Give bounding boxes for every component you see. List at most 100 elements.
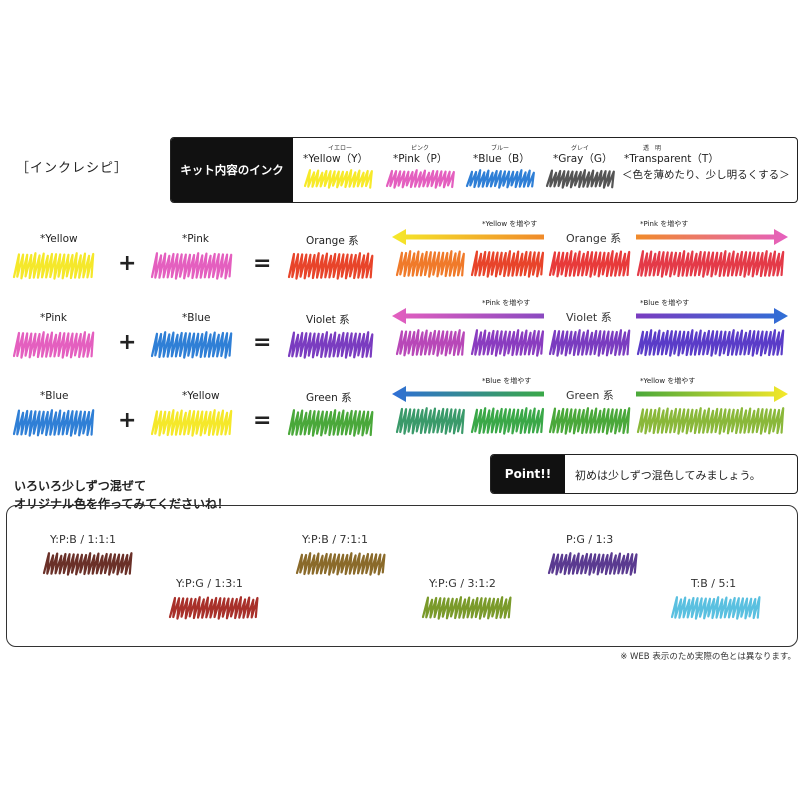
point-box xyxy=(490,454,798,494)
gradient-swatch xyxy=(470,250,545,278)
arrow-right-gradient xyxy=(636,386,788,402)
gradient-swatch xyxy=(548,250,631,278)
gradient-swatch xyxy=(636,250,785,278)
recipe-ink-a-swatch xyxy=(12,331,95,359)
equals-sign: = xyxy=(253,330,272,355)
recipe-result-swatch xyxy=(287,409,374,437)
arrow-shape xyxy=(392,229,544,245)
scribble-stroke xyxy=(287,252,374,280)
scribble-stroke xyxy=(636,407,785,435)
plus-sign: + xyxy=(118,408,137,433)
gradient-swatch xyxy=(548,407,631,435)
point-text: 初めは少しずつ混色してみましょう。 xyxy=(575,469,761,482)
scribble-stroke xyxy=(395,250,465,278)
gradient-swatch xyxy=(548,329,631,357)
ink-ruby-gray: グレイ xyxy=(570,145,589,152)
recipe-ink-b-label: *Yellow xyxy=(182,390,220,402)
ink-ruby-yellow: イエロー xyxy=(328,145,352,152)
ink-ruby-blue: ブルー xyxy=(490,145,509,152)
gradient-mid-label: Orange 系 xyxy=(566,232,622,245)
scribble-stroke xyxy=(421,596,512,620)
mix-sample-swatch xyxy=(168,596,259,620)
scribble-stroke xyxy=(470,250,545,278)
arrow-right-label: *Pink を増やす xyxy=(640,220,689,228)
mix-sample-swatch xyxy=(421,596,512,620)
gradient-swatch xyxy=(636,329,785,357)
scribble-stroke xyxy=(670,596,761,620)
scribble-stroke xyxy=(150,252,233,280)
mix-heading: いろいろ少しずつ混ぜて オリジナル色を作ってみてくださいね！ xyxy=(14,477,229,513)
scribble-stroke xyxy=(168,596,259,620)
scribble-stroke xyxy=(395,329,465,357)
equals-sign: = xyxy=(253,251,272,276)
gradient-swatch xyxy=(470,407,545,435)
scribble-stroke xyxy=(636,329,785,357)
ink-name-transparent: *Transparent（T） xyxy=(624,153,719,165)
arrow-shape xyxy=(392,308,544,324)
scribble-stroke xyxy=(150,409,233,437)
ink-swatch-pink xyxy=(385,169,455,189)
kit-contents-box xyxy=(170,137,798,203)
scribble-stroke xyxy=(548,407,631,435)
equals-sign: = xyxy=(253,408,272,433)
recipe-result-label: Orange 系 xyxy=(306,235,359,247)
arrow-left-gradient xyxy=(392,308,544,324)
scribble-stroke xyxy=(547,552,638,576)
mix-heading-line1: いろいろ少しずつ混ぜて xyxy=(14,479,147,493)
ink-name-pink: *Pink（P） xyxy=(393,153,448,165)
recipe-ink-a-label: *Yellow xyxy=(40,233,78,245)
scribble-stroke xyxy=(12,252,95,280)
plus-sign: + xyxy=(118,330,137,355)
gradient-swatch xyxy=(470,329,545,357)
arrow-left-label: *Pink を増やす xyxy=(482,299,531,307)
scribble-stroke xyxy=(548,329,631,357)
ink-name-gray: *Gray（G） xyxy=(553,153,613,165)
mix-sample-swatch xyxy=(295,552,386,576)
scribble-stroke xyxy=(303,169,373,189)
recipe-result-swatch xyxy=(287,331,374,359)
mix-sample-label: Y:P:G / 1:3:1 xyxy=(176,577,243,590)
mix-sample-swatch xyxy=(42,552,133,576)
scribble-stroke xyxy=(295,552,386,576)
scribble-stroke xyxy=(42,552,133,576)
arrow-left-label: *Yellow を増やす xyxy=(482,220,538,228)
recipe-ink-b-label: *Pink xyxy=(182,233,210,245)
mix-sample-swatch xyxy=(547,552,638,576)
scribble-stroke xyxy=(465,169,535,189)
kit-contents-label: キット内容のインク xyxy=(171,138,293,202)
scribble-stroke xyxy=(287,409,374,437)
recipe-ink-a-swatch xyxy=(12,409,95,437)
scribble-stroke xyxy=(545,169,615,189)
recipe-ink-a-label: *Blue xyxy=(40,390,69,402)
recipe-ink-b-swatch xyxy=(150,331,233,359)
mix-sample-label: Y:P:B / 1:1:1 xyxy=(50,533,116,546)
mix-samples-box xyxy=(6,505,798,647)
mix-sample-label: Y:P:B / 7:1:1 xyxy=(302,533,368,546)
arrow-left-label: *Blue を増やす xyxy=(482,377,532,385)
gradient-mid-label: Violet 系 xyxy=(566,311,612,324)
recipe-ink-a-label: *Pink xyxy=(40,312,68,324)
mix-sample-label: T:B / 5:1 xyxy=(691,577,737,590)
ink-swatch-yellow xyxy=(303,169,373,189)
scribble-stroke xyxy=(548,250,631,278)
ink-name-yellow: *Yellow（Y） xyxy=(303,153,368,165)
gradient-swatch xyxy=(395,329,465,357)
recipe-result-label: Violet 系 xyxy=(306,314,350,326)
transparent-note: ＜色を薄めたり、少し明るくする＞ xyxy=(622,169,790,181)
gradient-swatch xyxy=(395,250,465,278)
recipe-result-swatch xyxy=(287,252,374,280)
scribble-stroke xyxy=(12,409,95,437)
gradient-swatch xyxy=(636,407,785,435)
recipe-ink-b-swatch xyxy=(150,409,233,437)
recipe-ink-b-label: *Blue xyxy=(182,312,211,324)
ink-swatch-gray xyxy=(545,169,615,189)
mix-sample-label: P:G / 1:3 xyxy=(566,533,614,546)
ink-name-blue: *Blue（B） xyxy=(473,153,530,165)
scribble-stroke xyxy=(385,169,455,189)
gradient-mid-label: Green 系 xyxy=(566,389,614,402)
mix-sample-swatch xyxy=(670,596,761,620)
ink-ruby-transparent: 透 明 xyxy=(642,145,661,152)
scribble-stroke xyxy=(395,407,465,435)
arrow-shape xyxy=(636,386,788,402)
scribble-stroke xyxy=(636,250,785,278)
